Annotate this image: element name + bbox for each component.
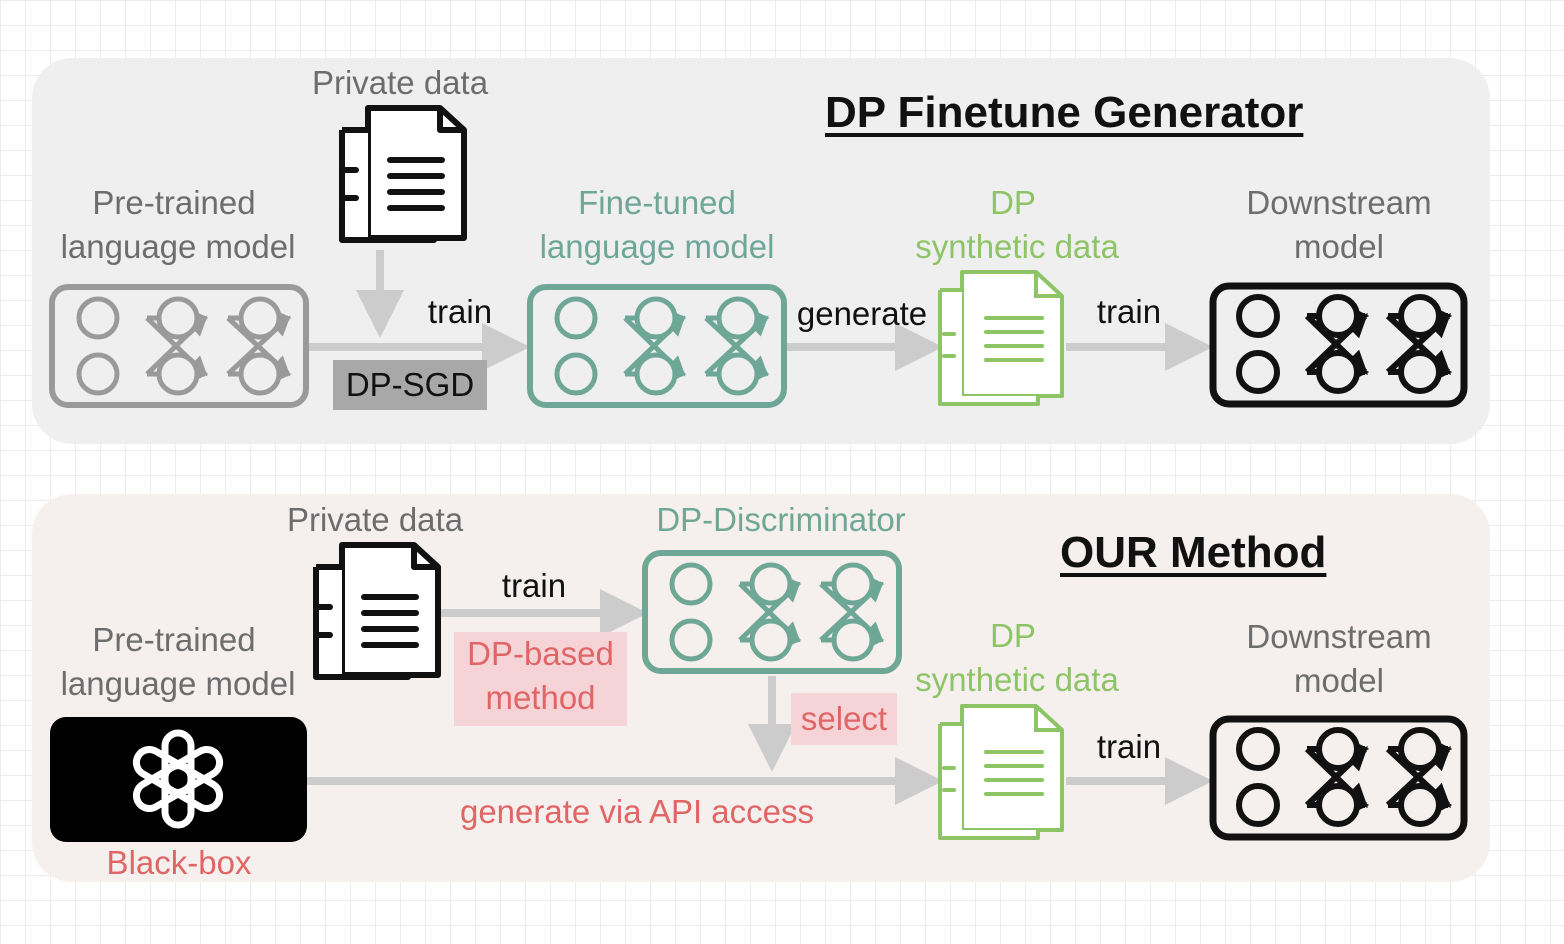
top-private-data-label: Private data — [311, 64, 489, 101]
bottom-private-data-label: Private data — [286, 501, 464, 538]
top-panel-title: DP Finetune Generator — [825, 88, 1304, 137]
top-train-label: train — [427, 293, 493, 330]
bottom-train2-label: train — [1096, 728, 1162, 765]
top-synthetic-label-line1: DP — [990, 184, 1036, 221]
finetuned-network-icon — [527, 284, 787, 408]
top-train2-label: train — [1096, 293, 1162, 330]
generate-label: generate — [796, 295, 928, 332]
bottom-pretrained-label-line1: Pre-trained — [92, 621, 256, 658]
downstream-network-icon-top — [1209, 282, 1468, 408]
black-box-label: Black-box — [106, 844, 252, 881]
private-data-document-icon-top — [339, 105, 467, 243]
top-synthetic-label-line2: synthetic data — [915, 228, 1119, 265]
select-tag: select — [791, 693, 897, 745]
bottom-panel-title: OUR Method — [1060, 528, 1327, 577]
downstream-network-icon-bottom — [1209, 715, 1468, 841]
top-downstream-label-line2: model — [1294, 228, 1384, 265]
generate-api-label: generate via API access — [459, 793, 815, 830]
dp-based-line1: DP-based — [467, 635, 614, 672]
top-pretrained-label-line2: language model — [60, 228, 296, 265]
synthetic-data-document-icon-top — [938, 270, 1064, 406]
bottom-synthetic-label-line2: synthetic data — [915, 661, 1119, 698]
bottom-downstream-label-line1: Downstream — [1246, 618, 1432, 655]
synthetic-data-document-icon-bottom — [938, 704, 1064, 840]
discriminator-network-icon — [642, 550, 902, 674]
dp-sgd-tag: DP-SGD — [333, 360, 487, 410]
bottom-synthetic-label-line1: DP — [990, 617, 1036, 654]
bottom-pretrained-label-line2: language model — [60, 665, 296, 702]
finetuned-label-line2: language model — [539, 228, 775, 265]
pretrained-network-icon — [49, 284, 309, 408]
discriminator-label: DP-Discriminator — [656, 501, 906, 538]
finetuned-label-line1: Fine-tuned — [578, 184, 736, 221]
top-pretrained-label-line1: Pre-trained — [92, 184, 256, 221]
bottom-train-label: train — [501, 567, 567, 604]
openai-logo-icon — [132, 729, 224, 829]
bottom-downstream-label-line2: model — [1294, 662, 1384, 699]
top-downstream-label-line1: Downstream — [1246, 184, 1432, 221]
dp-based-method-tag: DP-based method — [454, 632, 627, 726]
dp-based-line2: method — [485, 679, 596, 716]
black-box-model — [50, 717, 307, 842]
private-data-document-icon-bottom — [313, 542, 441, 680]
